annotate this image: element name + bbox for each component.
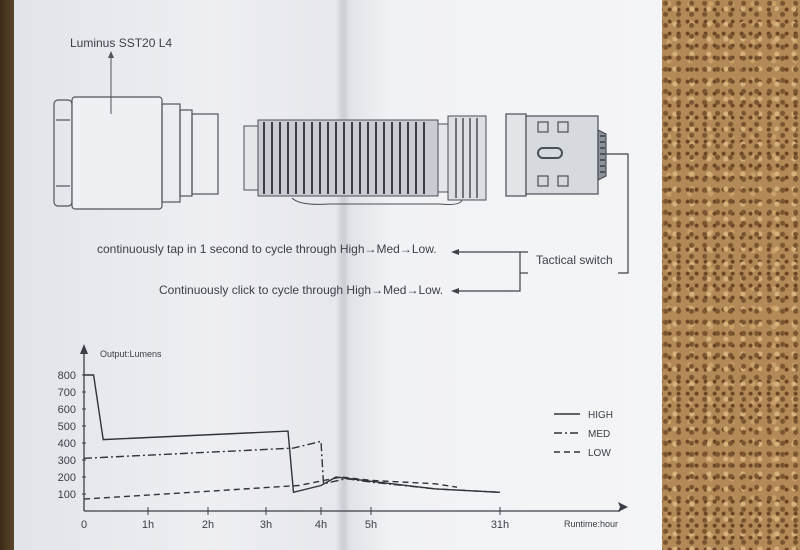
flashlight-body xyxy=(243,115,487,205)
y-tick-label: 100 xyxy=(58,489,76,501)
tactical-switch-label: Tactical switch xyxy=(536,253,613,267)
manual-right-page xyxy=(344,0,662,550)
arrow-click xyxy=(451,288,459,294)
x-tick-label: 5h xyxy=(365,519,377,531)
legend-label-med: MED xyxy=(588,429,610,440)
x-axis-arrow xyxy=(618,502,628,512)
y-tick-label: 300 xyxy=(58,455,76,467)
y-tick-label: 500 xyxy=(58,421,76,433)
body-knurling xyxy=(263,122,425,194)
x-tick-label: 0 xyxy=(81,519,87,531)
x-tick-label: 31h xyxy=(491,519,509,531)
y-tick-label: 600 xyxy=(58,404,76,416)
arrow-tap xyxy=(451,249,459,255)
click-instruction: Continuously click to cycle through High… xyxy=(159,283,444,297)
flashlight-tailcap xyxy=(505,113,607,197)
series-line-low xyxy=(83,476,458,500)
y-tick-label: 200 xyxy=(58,472,76,484)
switch-callout-lines xyxy=(455,153,629,292)
series-line-high xyxy=(84,374,501,494)
x-tick-label: 4h xyxy=(315,519,327,531)
series-line-med xyxy=(83,440,501,493)
y-tick-label: 700 xyxy=(58,387,76,399)
manual-left-page xyxy=(14,0,344,550)
y-tick-label: 400 xyxy=(58,438,76,450)
x-tick-label: 3h xyxy=(260,519,272,531)
led-label: Luminus SST20 L4 xyxy=(70,36,173,50)
tap-instruction: continuously tap in 1 second to cycle th… xyxy=(97,242,437,256)
flashlight-head xyxy=(53,96,219,210)
x-tick-label: 2h xyxy=(202,519,214,531)
y-tick-label: 800 xyxy=(58,370,76,382)
x-tick-label: 1h xyxy=(142,519,154,531)
legend-label-high: HIGH xyxy=(588,410,613,421)
legend-label-low: LOW xyxy=(588,448,611,459)
y-axis-arrow xyxy=(80,344,88,354)
x-axis-label: Runtime:hour xyxy=(564,519,618,529)
y-axis-label: Output:Lumens xyxy=(100,349,162,359)
